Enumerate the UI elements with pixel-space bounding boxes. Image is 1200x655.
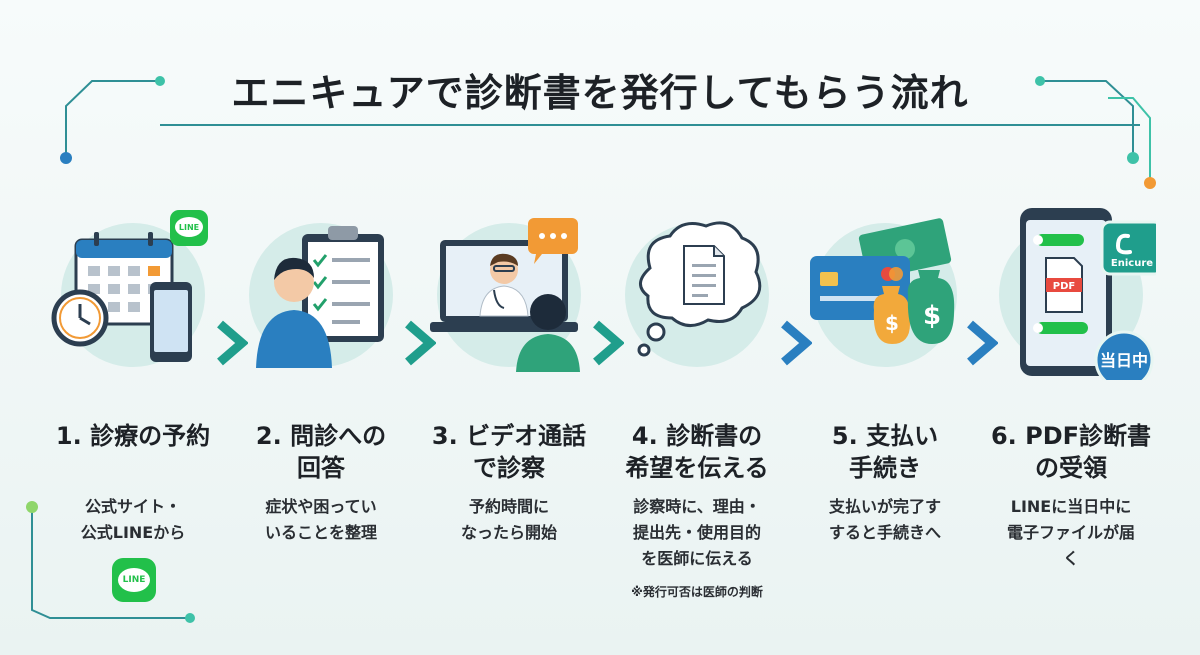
enicure-badge: Enicure	[1100, 220, 1156, 276]
calendar-icon	[74, 232, 174, 326]
step4-note: ※発行可否は医師の判断	[631, 585, 763, 599]
step-description: 支払いが完了すすると手続きへ	[828, 497, 941, 542]
svg-text:Enicure: Enicure	[1111, 258, 1153, 269]
chevron-right-icon	[781, 320, 812, 366]
step-description: 症状や困っていいることを整理	[264, 497, 377, 542]
step-description: 予約時間になったら開始	[460, 497, 557, 542]
step4-illustration	[612, 200, 782, 380]
speech-bubble-icon	[528, 218, 578, 264]
step-description: LINEに当日中に電子ファイルが届く	[1006, 497, 1135, 568]
step-title: 1. 診療の予約	[55, 422, 211, 450]
line-app-icon: LINE	[170, 210, 208, 246]
step-title: 5. 支払い手続き	[831, 422, 939, 482]
svg-text:LINE: LINE	[179, 223, 199, 232]
svg-text:$: $	[885, 311, 899, 335]
line-badge-label: LINE	[118, 568, 150, 592]
chevron-right-icon	[593, 320, 624, 366]
title-underline	[160, 124, 1140, 126]
page-title: エニキュアで診断書を発行してもらう流れ	[231, 71, 969, 115]
chevron-right-icon	[405, 320, 436, 366]
svg-text:$: $	[923, 301, 941, 331]
svg-text:当日中: 当日中	[1100, 351, 1148, 370]
step2-illustration	[236, 200, 406, 380]
step5-illustration: $ $	[800, 200, 970, 380]
step-title: 4. 診断書の希望を伝える	[625, 422, 769, 482]
same-day-badge: 当日中	[1094, 330, 1154, 380]
step3-illustration	[424, 200, 594, 380]
chevron-right-icon	[967, 320, 998, 366]
thought-bubble-document-icon	[637, 221, 762, 357]
smartphone-icon	[150, 282, 192, 362]
patient-icon	[516, 294, 580, 372]
step-description: 公式サイト・公式LINEから	[80, 497, 186, 542]
chevron-right-icon	[217, 320, 248, 366]
svg-text:PDF: PDF	[1053, 281, 1075, 292]
clock-icon	[51, 289, 109, 347]
step-title: 6. PDF診断書の受領	[990, 422, 1152, 482]
step-title: 2. 問診への回答	[255, 422, 387, 482]
line-badge: LINE	[112, 558, 156, 602]
clipboard-checklist-icon	[302, 226, 384, 342]
step6-illustration: PDF Enicure 当日中	[986, 200, 1156, 380]
step1-illustration: LINE	[48, 200, 218, 380]
step-title: 3. ビデオ通話で診察	[431, 422, 587, 482]
money-bag-icon: $ $	[873, 270, 955, 344]
phone-pdf-icon: PDF	[1020, 208, 1112, 376]
person-icon	[256, 257, 332, 368]
step-description: 診察時に、理由・提出先・使用目的を医師に伝える	[632, 497, 761, 568]
